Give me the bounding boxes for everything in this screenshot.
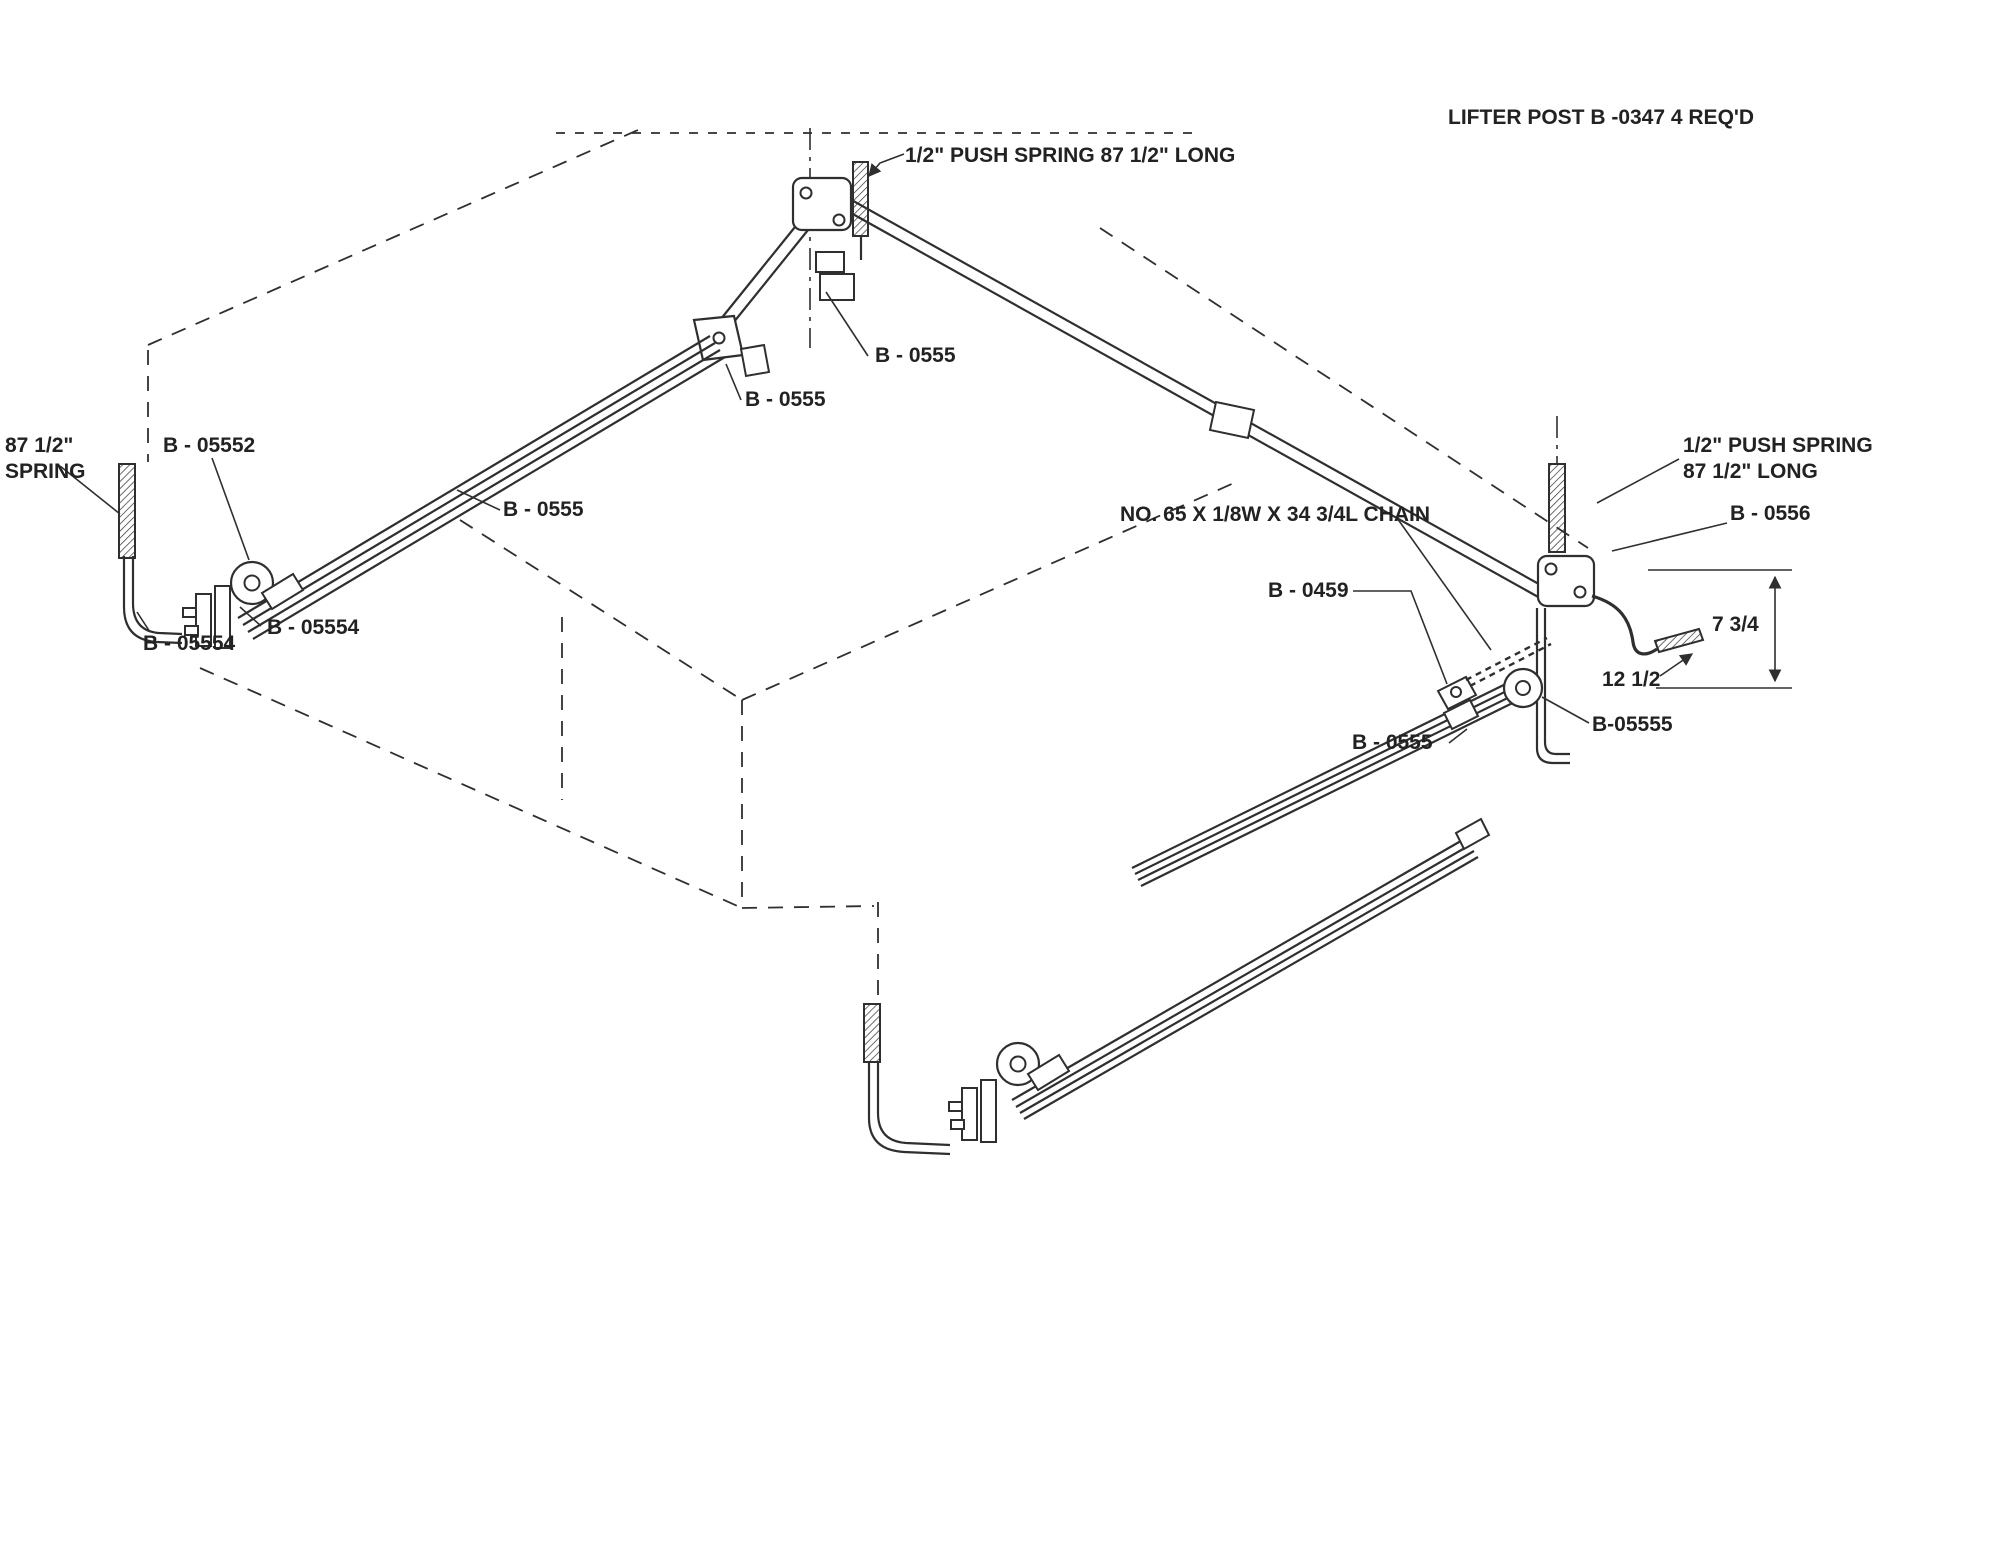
text-labels: LIFTER POST B -0347 4 REQ'D 1/2" PUSH SP… — [5, 106, 1873, 754]
label-top-push-spring: 1/2" PUSH SPRING 87 1/2" LONG — [905, 144, 1235, 167]
drawing-title: LIFTER POST B -0347 4 REQ'D — [1448, 106, 1754, 129]
label-b0555-upper: B - 0555 — [875, 344, 956, 367]
torsion-rail-b0556 — [847, 197, 1547, 589]
clamp-b0555-upper — [815, 251, 845, 273]
leaf-spring-rails — [237, 335, 711, 619]
right-mount-plate — [1536, 554, 1596, 608]
lift-chain — [1465, 636, 1548, 682]
lifter-post — [867, 1062, 951, 1156]
lifter-post — [1535, 608, 1570, 765]
leader-b0555-lower — [1448, 728, 1468, 744]
leader-b0555-upper — [825, 291, 869, 357]
leader-b05552 — [211, 457, 250, 561]
right-lifter-assembly — [1131, 463, 1705, 887]
bolt — [950, 1119, 965, 1130]
leader-b0555-rail — [456, 489, 501, 511]
label-b0555-rail: B - 0555 — [503, 498, 584, 521]
label-left-spring-line1: 87 1/2" — [5, 434, 73, 457]
label-right-spring-line2: 87 1/2" LONG — [1683, 460, 1818, 483]
leaf-spring-rails — [1011, 837, 1467, 1101]
label-chain: NO. 65 X 1/8W X 34 3/4L CHAIN — [1120, 503, 1430, 526]
bolt — [1450, 686, 1462, 698]
label-left-spring-line2: SPRING — [5, 460, 86, 483]
label-b0556: B - 0556 — [1730, 502, 1811, 525]
leader-b0555-joint — [725, 363, 742, 401]
label-b0555-joint: B - 0555 — [745, 388, 826, 411]
bolt — [184, 625, 199, 636]
left-lifter-assembly — [118, 335, 726, 649]
bolt — [712, 331, 726, 345]
label-b05552: B - 05552 — [163, 434, 255, 457]
bolt — [1544, 562, 1558, 576]
bolt — [182, 607, 197, 618]
reference-box-outline — [147, 128, 1589, 1004]
leader-b05555 — [1541, 696, 1590, 724]
crank-handle — [1591, 594, 1658, 656]
rail-coupler — [1208, 400, 1256, 440]
leader-b0556 — [1611, 522, 1728, 552]
label-b0555-lower: B - 0555 — [1352, 731, 1433, 754]
label-b05554-left: B - 05554 — [143, 632, 236, 655]
bottom-lifter-assembly — [863, 817, 1491, 1156]
left-push-spring — [118, 463, 136, 559]
label-right-spring-line1: 1/2" PUSH SPRING — [1683, 434, 1873, 457]
label-b0459: B - 0459 — [1268, 579, 1349, 602]
leader-chain — [1396, 517, 1492, 651]
leader-b05554-right — [239, 606, 262, 627]
spring-end-clamp — [1454, 817, 1491, 851]
lifter-post — [122, 556, 183, 645]
label-b05554-right: B - 05554 — [267, 616, 360, 639]
label-dim-7-3-4: 7 3/4 — [1712, 613, 1759, 636]
leader-lines — [59, 153, 1728, 744]
top-lifter-assembly — [711, 161, 1547, 599]
bolt — [948, 1101, 963, 1112]
leader-left-spring — [59, 465, 121, 515]
label-dim-12-1-2: 12 1/2 — [1602, 668, 1660, 691]
right-push-spring — [1548, 463, 1566, 553]
clamp-b0555-lower — [1442, 698, 1480, 731]
label-b05555: B-05555 — [1592, 713, 1673, 736]
leader-b0459 — [1353, 590, 1448, 685]
clamp-plate-b05554 — [195, 593, 212, 647]
clamp-plate — [961, 1087, 978, 1141]
leader-b05554-left — [136, 611, 151, 633]
leader-top-push-spring — [868, 153, 905, 177]
top-push-spring — [852, 161, 869, 237]
bolt — [799, 186, 813, 200]
mid-joint-clamp — [692, 314, 771, 378]
leader-right-spring — [1596, 458, 1680, 504]
bolt — [832, 213, 846, 227]
dimension-annotations — [1648, 569, 1792, 689]
bolt — [1573, 585, 1587, 599]
dim-arrow-12-1-2 — [1659, 653, 1694, 677]
bottom-push-spring — [863, 1003, 881, 1063]
crank-grip — [1653, 627, 1705, 654]
